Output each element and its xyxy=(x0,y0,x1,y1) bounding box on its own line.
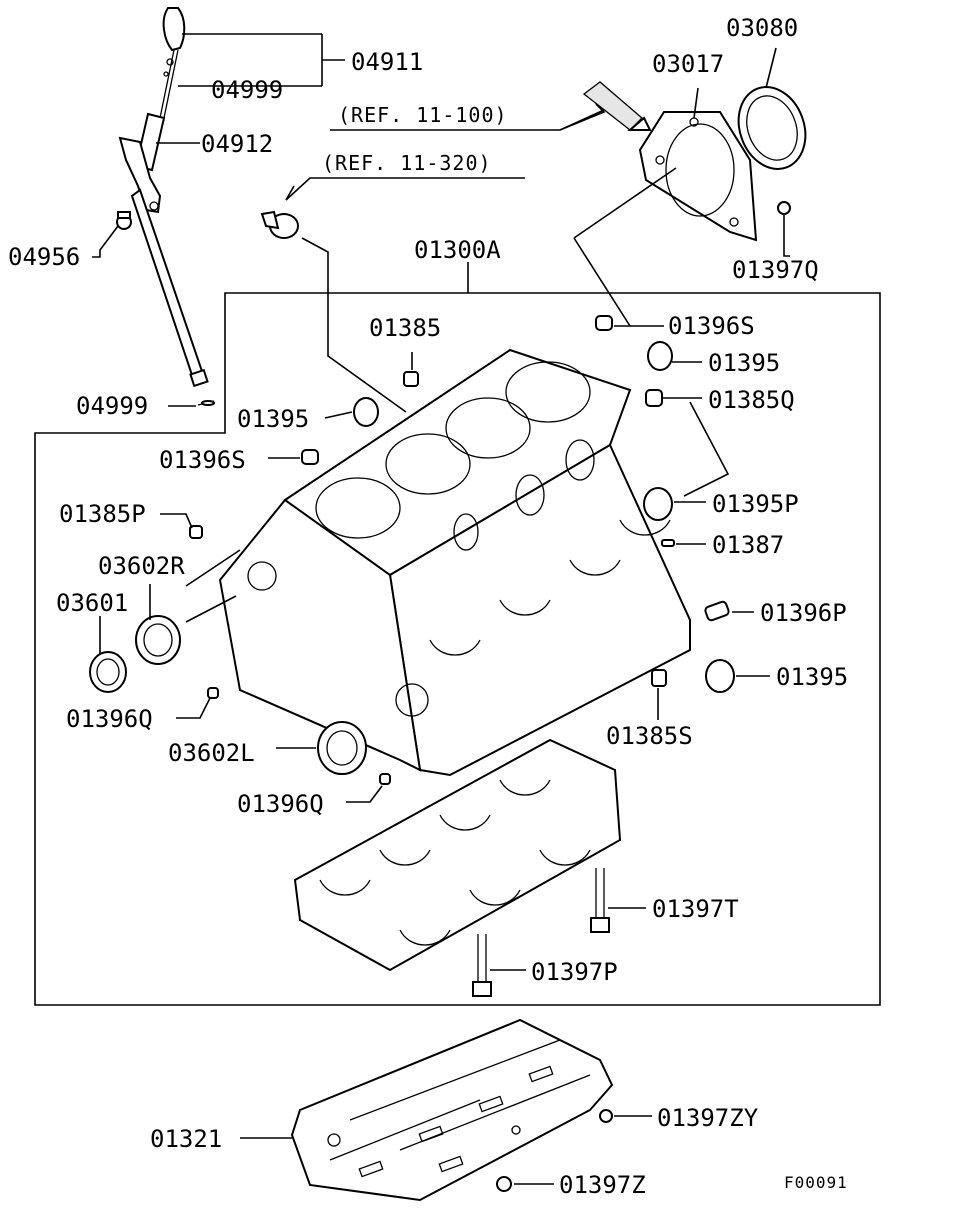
label-04999-lower: 04999 xyxy=(76,392,148,420)
bush-03602R xyxy=(135,615,181,665)
figure-code: F00091 xyxy=(784,1173,848,1192)
cylinder-block xyxy=(218,348,691,777)
label-01321: 01321 xyxy=(150,1125,222,1153)
cap-01396S-left xyxy=(301,449,319,465)
label-03602L: 03602L xyxy=(168,739,255,767)
bolt-04956 xyxy=(116,211,132,230)
label-01300A: 01300A xyxy=(414,236,501,264)
oil-dipstick xyxy=(159,7,186,119)
label-01395-left: 01395 xyxy=(237,405,309,433)
cap-01395-right xyxy=(705,659,735,693)
plug-01385S xyxy=(651,669,667,687)
label-01385Q: 01385Q xyxy=(708,386,795,414)
plug-01396Q-lower xyxy=(379,773,391,785)
label-04911: 04911 xyxy=(351,48,423,76)
label-01396S-upper: 01396S xyxy=(668,312,755,340)
ref-11-320: (REF. 11-320) xyxy=(322,151,492,175)
label-04912: 04912 xyxy=(201,130,273,158)
label-04999-upper: 04999 xyxy=(211,76,283,104)
label-01396Q-upper: 01396Q xyxy=(66,705,153,733)
oil-dipstick-guide xyxy=(118,112,209,388)
oring-04999-lower xyxy=(197,400,215,406)
label-01385P: 01385P xyxy=(59,500,146,528)
label-03080: 03080 xyxy=(726,14,798,42)
label-01397ZY: 01397ZY xyxy=(657,1104,759,1132)
cap-01395P xyxy=(643,487,673,521)
label-01395P: 01395P xyxy=(712,490,799,518)
label-03017: 03017 xyxy=(652,50,724,78)
cap-01396S-upper xyxy=(595,315,613,331)
label-01397Z: 01397Z xyxy=(559,1171,646,1199)
oil-pan-baffle-plate xyxy=(290,1018,614,1202)
label-01395-right: 01395 xyxy=(776,663,848,691)
label-01397Q: 01397Q xyxy=(732,256,819,284)
bolt-01397Q xyxy=(777,201,791,215)
ref-11-320-part xyxy=(260,210,299,239)
block-assembly-frame xyxy=(34,292,881,1006)
label-01395-upper: 01395 xyxy=(708,349,780,377)
label-01385: 01385 xyxy=(369,314,441,342)
pin-01387 xyxy=(661,539,675,547)
label-01396Q-lower: 01396Q xyxy=(237,790,324,818)
label-03602R: 03602R xyxy=(98,552,185,580)
label-01397P: 01397P xyxy=(531,958,618,986)
label-04956: 04956 xyxy=(8,243,80,271)
label-01396P: 01396P xyxy=(760,599,847,627)
bush-03601 xyxy=(89,651,127,693)
label-01396S-left: 01396S xyxy=(159,446,246,474)
rear-oil-seal-case xyxy=(638,111,758,242)
plug-01385 xyxy=(403,371,419,387)
bolt-01397ZY xyxy=(599,1109,613,1123)
bolt-01397Z xyxy=(496,1176,512,1192)
cap-01395-upper xyxy=(647,341,673,371)
cap-01395-left xyxy=(353,397,379,427)
plug-01396Q-upper xyxy=(207,687,219,699)
ref-11-100: (REF. 11-100) xyxy=(338,103,508,127)
plug-01385Q xyxy=(645,389,663,407)
bolt-01397T xyxy=(590,868,610,933)
bush-03602L xyxy=(317,721,367,775)
label-01385S: 01385S xyxy=(606,722,693,750)
cap-01396P xyxy=(704,600,730,622)
rear-oil-seal xyxy=(737,86,807,170)
plug-01385P xyxy=(189,525,203,539)
label-01397T: 01397T xyxy=(652,895,739,923)
sealant-tube xyxy=(582,81,652,131)
label-01387: 01387 xyxy=(712,531,784,559)
bearing-ladder-frame xyxy=(293,738,622,972)
bolt-01397P xyxy=(472,934,492,997)
label-03601: 03601 xyxy=(56,589,128,617)
